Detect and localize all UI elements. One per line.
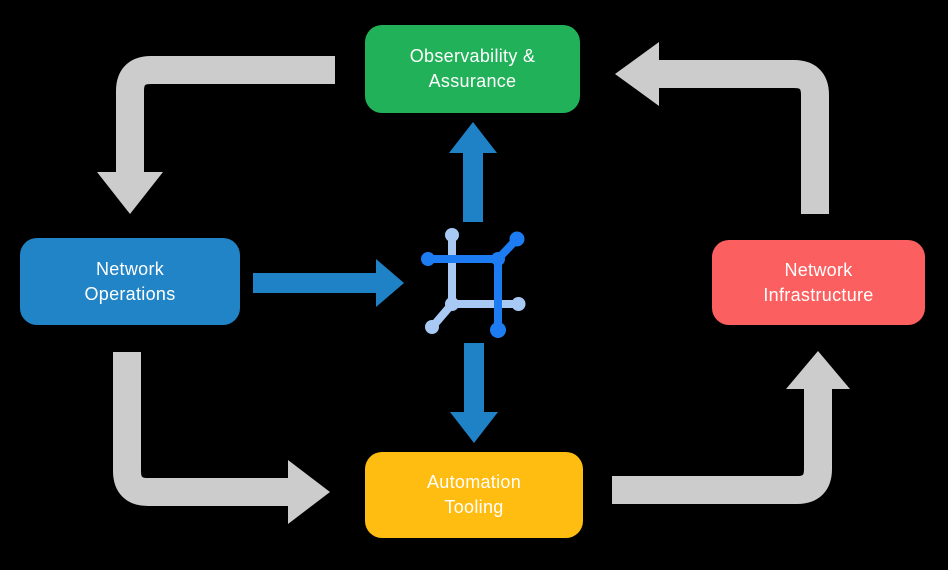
cycle-arrow-bottom-right (612, 389, 832, 504)
network-automation-icon (421, 228, 526, 338)
cycle-arrowhead-right-icon (288, 460, 330, 524)
node-label-line: Observability & (409, 46, 536, 66)
flow-arrowhead-right-icon (376, 259, 404, 307)
cycle-arrow-bottom-left (113, 352, 288, 506)
cycle-arrowhead-left-icon (615, 42, 659, 106)
node-label-line: Automation (426, 472, 522, 492)
flow-arrowhead-up-icon (449, 122, 497, 153)
node-network-operations: Network Operations (20, 238, 240, 325)
node-label-line: Network (95, 258, 165, 279)
node-observability-assurance: Observability & Assurance (365, 25, 580, 113)
node-network-infrastructure: Network Infrastructure (712, 240, 925, 325)
cycle-arrow-top-right (659, 60, 829, 214)
flow-arrowhead-down-icon (450, 412, 498, 443)
node-label-line: Tooling (444, 497, 504, 517)
cycle-arrow-top-left (116, 56, 335, 173)
node-label-line: Infrastructure (763, 284, 874, 305)
node-label-line: Assurance (428, 71, 517, 91)
node-label-line: Operations (84, 283, 176, 304)
node-label-line: Network (784, 259, 853, 280)
node-automation-tooling: Automation Tooling (365, 452, 583, 538)
cycle-arrowhead-up-icon (786, 351, 850, 389)
cycle-arrowhead-down-icon (97, 172, 163, 214)
